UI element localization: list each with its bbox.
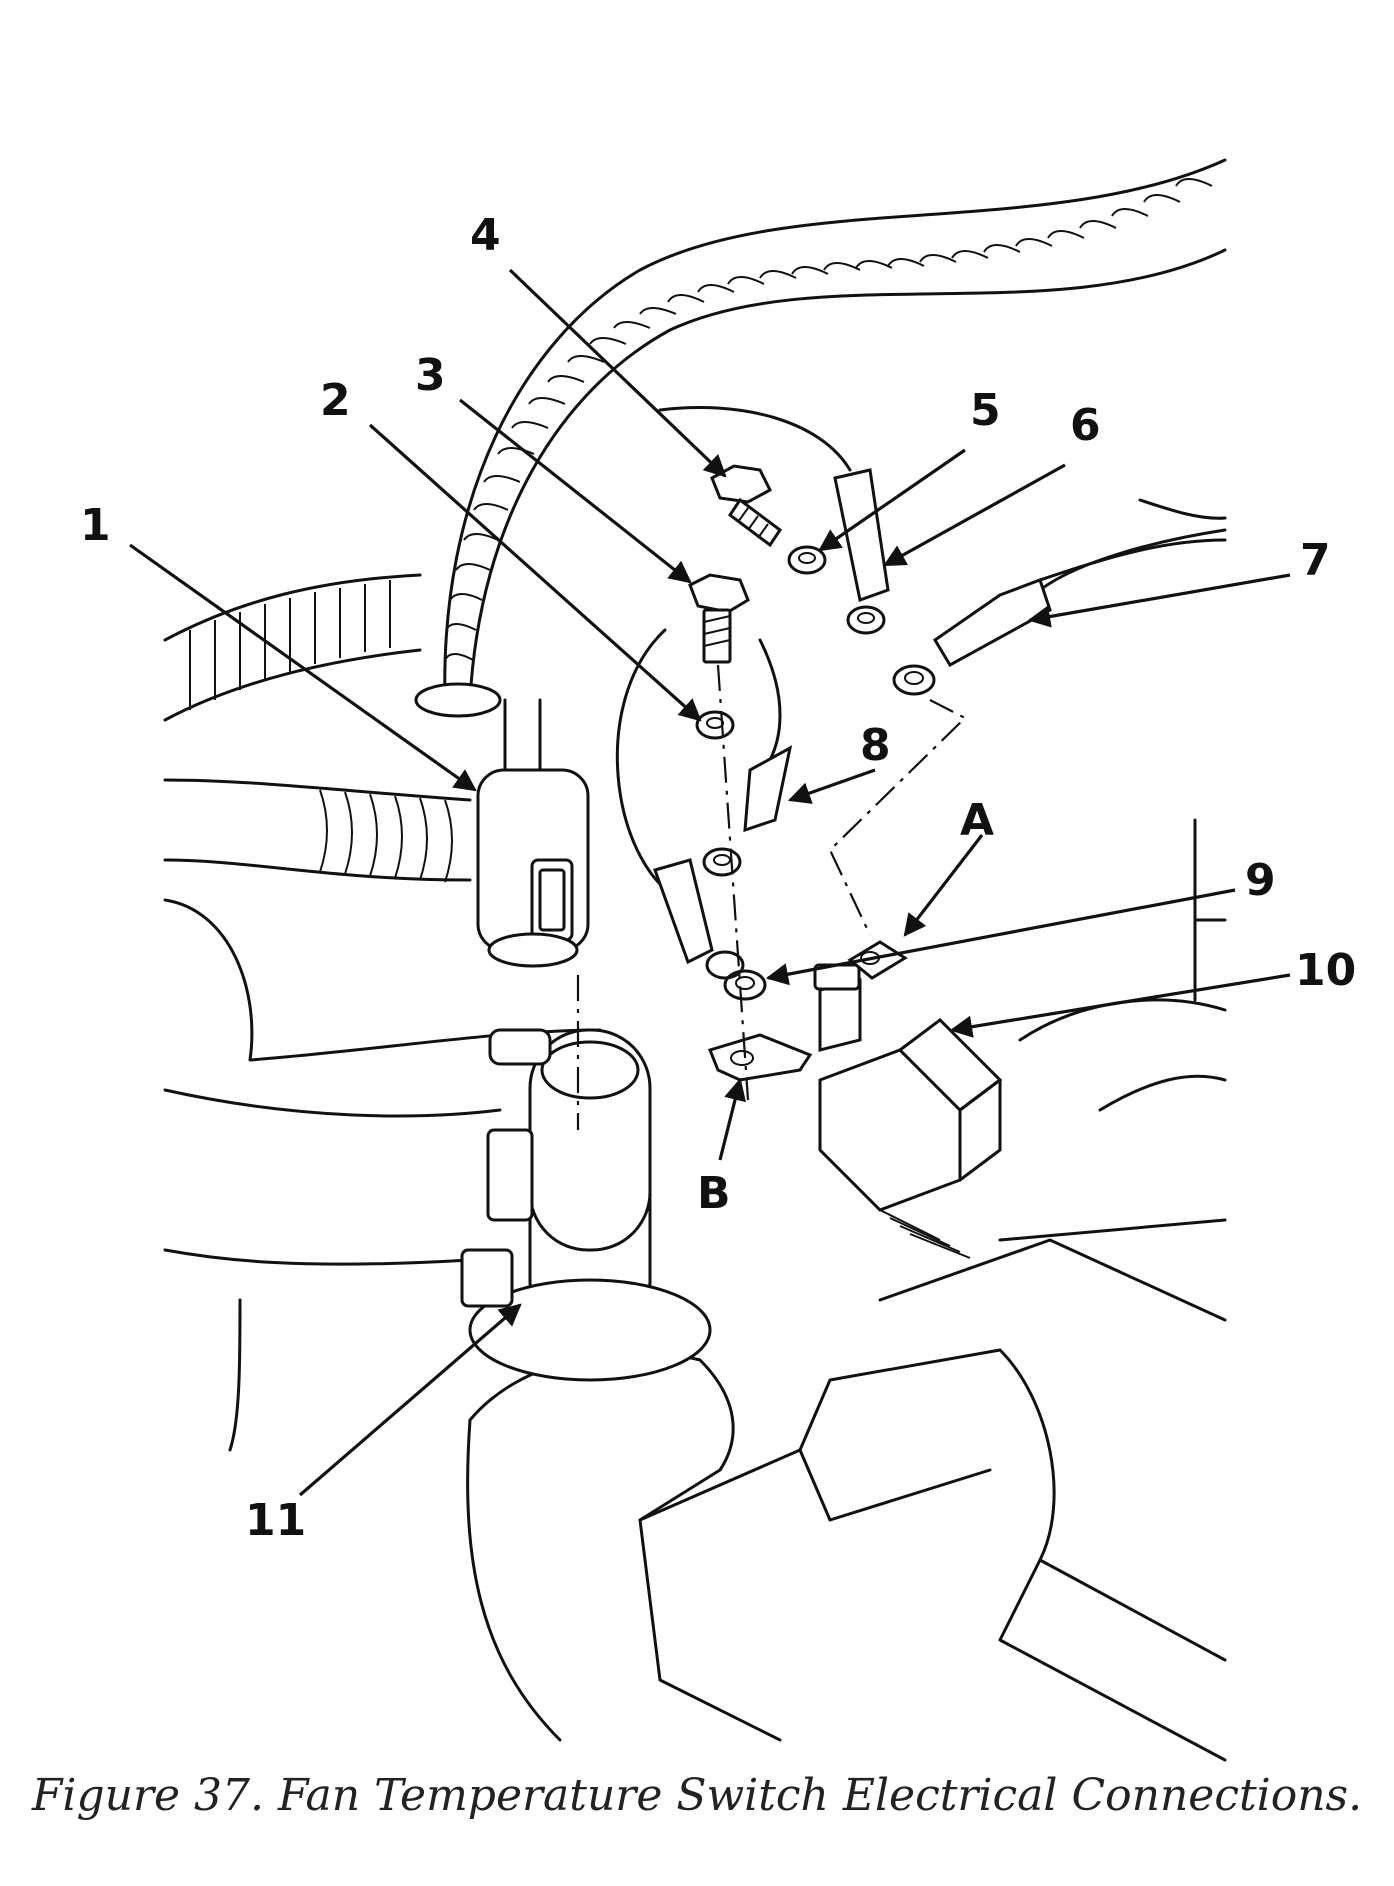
lower-harness — [163, 573, 472, 883]
ring-terminal-7 — [892, 528, 1227, 696]
lock-washer-2 — [695, 710, 735, 740]
jumper-wire-8 — [615, 628, 793, 980]
fan-temperature-switch — [813, 963, 1003, 1259]
callout-6: 6 — [1070, 400, 1101, 451]
figure-caption: Figure 37. Fan Temperature Switch Electr… — [31, 1770, 1363, 1821]
lock-washer-9 — [723, 969, 767, 1001]
engine-housing — [163, 498, 1227, 1762]
switch-receptacle — [460, 1028, 712, 1382]
callout-2: 2 — [320, 375, 351, 426]
callout-11: 11 — [245, 1495, 306, 1546]
callout-9: 9 — [1245, 855, 1276, 906]
harness-connector — [476, 698, 590, 968]
callout-labels: 1 2 3 4 5 6 7 8 9 10 11 A B — [80, 210, 1356, 1546]
callout-1: 1 — [80, 500, 111, 551]
terminal-b — [707, 1033, 813, 1082]
lock-washer-5 — [787, 545, 827, 575]
screw-3 — [688, 573, 750, 664]
callout-4: 4 — [470, 210, 501, 261]
ring-terminal-6 — [658, 406, 890, 635]
callout-leaders — [129, 268, 1291, 1497]
callout-5: 5 — [970, 385, 1001, 436]
callout-A: A — [960, 795, 994, 846]
callout-7: 7 — [1300, 535, 1331, 586]
callout-10: 10 — [1295, 945, 1356, 996]
callout-B: B — [697, 1168, 731, 1219]
callout-8: 8 — [860, 720, 891, 771]
screw-4 — [710, 464, 783, 548]
assembly-centerlines — [576, 664, 967, 1130]
callout-3: 3 — [415, 350, 446, 401]
